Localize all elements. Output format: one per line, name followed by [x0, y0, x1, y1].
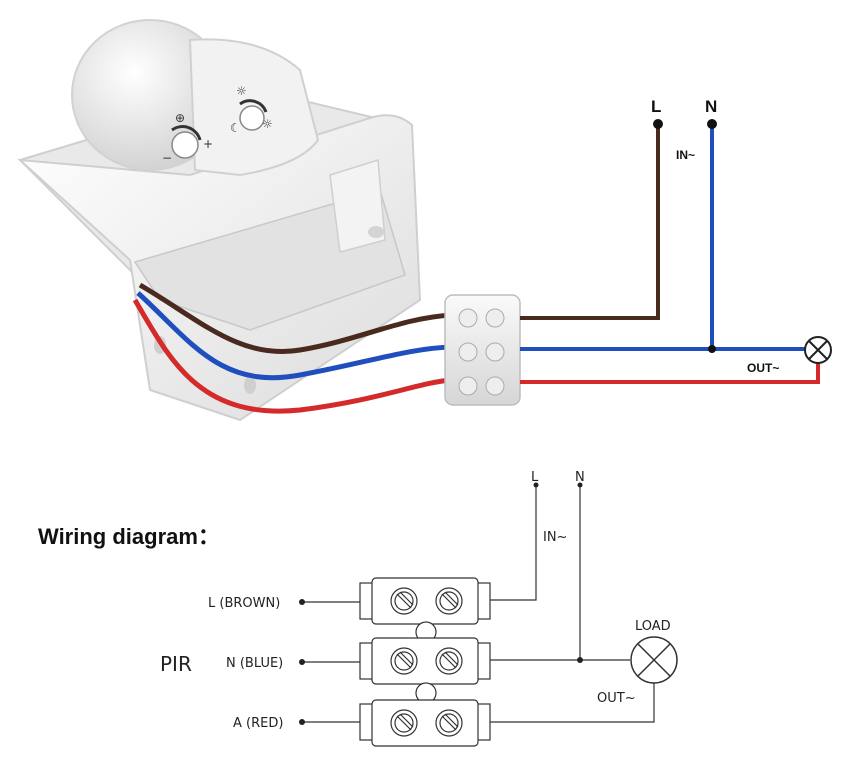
schematic-load-icon	[630, 636, 678, 684]
svg-text:☾: ☾	[230, 121, 241, 135]
svg-text:+: +	[203, 137, 213, 151]
svg-text:−: −	[162, 151, 172, 165]
photo-label-in: IN~	[676, 148, 695, 162]
schematic-terminal-row-1	[359, 577, 491, 625]
svg-text:☼: ☼	[262, 117, 273, 131]
brown-wire	[138, 282, 453, 354]
svg-text:⊕: ⊕	[175, 111, 185, 125]
terminal-label-l: L (BROWN)	[208, 596, 280, 611]
schematic-load-return	[490, 680, 655, 723]
schematic-label-load: LOAD	[635, 619, 671, 634]
diagram-title: Wiring diagram：	[38, 524, 220, 549]
schematic-label-out: OUT~	[597, 691, 636, 706]
schematic-label-n: N	[575, 470, 585, 485]
lamp-icon	[804, 336, 832, 364]
schematic-terminal-row-3	[359, 699, 491, 747]
photo-external-wiring: L N IN~ OUT~	[520, 97, 832, 384]
schematic-neutral-line	[490, 485, 581, 661]
terminal-label-n: N (BLUE)	[226, 656, 283, 671]
photo-label-out: OUT~	[747, 361, 779, 375]
photo-label-l: L	[651, 97, 661, 116]
schematic-live-line	[490, 485, 537, 601]
schematic-dots	[299, 482, 583, 725]
live-terminal-dot	[653, 119, 663, 129]
wiring-schematic	[302, 485, 678, 747]
photo-wires	[132, 282, 453, 414]
schematic-label-l: L	[531, 470, 539, 485]
svg-text:☼: ☼	[236, 84, 247, 98]
photo-label-n: N	[705, 97, 717, 116]
terminal-label-a: A (RED)	[233, 716, 283, 731]
schematic-label-in: IN~	[543, 530, 567, 545]
neutral-junction-dot	[708, 345, 716, 353]
neutral-terminal-dot	[707, 119, 717, 129]
blue-wire	[136, 291, 453, 381]
live-line	[520, 124, 660, 320]
schematic-label-pir: PIR	[160, 652, 192, 676]
photo-terminal-block	[444, 294, 521, 406]
red-wire	[132, 298, 453, 414]
schematic-terminal-row-2	[359, 637, 491, 685]
load-return-line	[520, 362, 820, 384]
